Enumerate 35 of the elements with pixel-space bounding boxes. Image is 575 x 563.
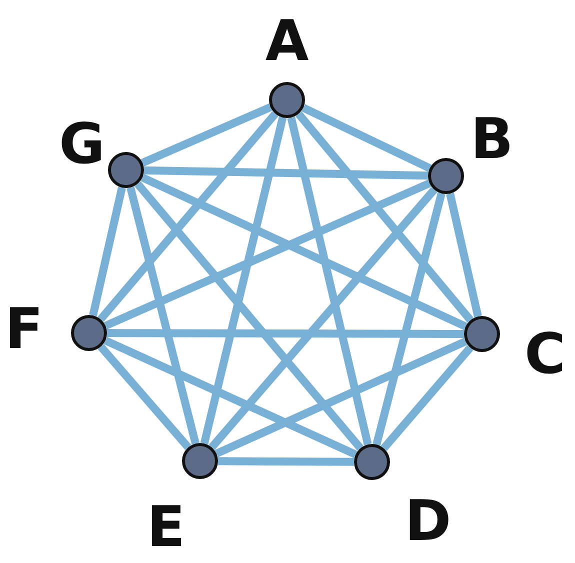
vertex-label: G — [59, 117, 105, 173]
edge-line — [302, 104, 432, 172]
vertex-label: C — [524, 327, 566, 383]
edge-line — [372, 192, 446, 446]
edge-line — [89, 186, 126, 316]
edge-line — [104, 336, 358, 458]
edge-line — [208, 187, 438, 450]
vertex-label: D — [404, 494, 452, 550]
edge-line — [200, 116, 287, 444]
edge-line — [380, 345, 474, 451]
vertex-label: E — [146, 500, 186, 556]
edge-line — [287, 116, 372, 446]
vertex-label: F — [4, 302, 44, 358]
edge-line — [214, 338, 468, 458]
edge-line — [98, 111, 278, 322]
vertex-dot — [71, 315, 107, 351]
vertex-dot — [182, 443, 218, 479]
edge-line — [104, 180, 432, 330]
vertex-dot — [269, 82, 305, 118]
edge-line — [144, 166, 428, 180]
edge-line — [140, 104, 272, 166]
edge-line — [106, 329, 464, 338]
edge-line — [218, 457, 354, 466]
edge-line — [126, 186, 200, 445]
vertex-dot — [108, 152, 144, 188]
edge-line — [98, 344, 192, 450]
edge-line — [134, 181, 364, 451]
edge-line — [295, 111, 474, 323]
vertex-dot — [428, 158, 464, 194]
vertex-label: B — [470, 112, 514, 168]
edge-line — [446, 192, 482, 318]
vertex-dot — [354, 444, 390, 480]
edge-line — [140, 174, 468, 330]
vertex-dot — [464, 316, 500, 352]
vertex-label: A — [265, 14, 309, 70]
